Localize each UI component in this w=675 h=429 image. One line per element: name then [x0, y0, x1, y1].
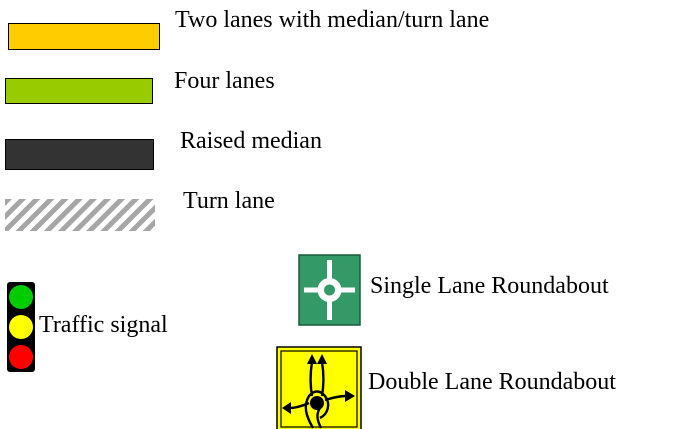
raised-median-swatch	[5, 139, 154, 170]
turn-lane-swatch	[5, 199, 155, 231]
two-lanes-label: Two lanes with median/turn lane	[175, 7, 490, 33]
double-lane-roundabout-icon	[276, 346, 362, 429]
traffic-light-icon	[7, 282, 35, 372]
single-roundabout-label: Single Lane Roundabout	[370, 273, 609, 299]
four-lanes-swatch	[5, 78, 153, 104]
double-roundabout-label: Double Lane Roundabout	[368, 369, 616, 395]
two-lanes-swatch	[8, 23, 160, 50]
four-lanes-label: Four lanes	[174, 68, 275, 94]
single-lane-roundabout-icon	[298, 254, 361, 326]
traffic-signal-label: Traffic signal	[39, 312, 168, 338]
raised-median-label: Raised median	[180, 128, 322, 154]
turn-lane-label: Turn lane	[183, 188, 275, 214]
